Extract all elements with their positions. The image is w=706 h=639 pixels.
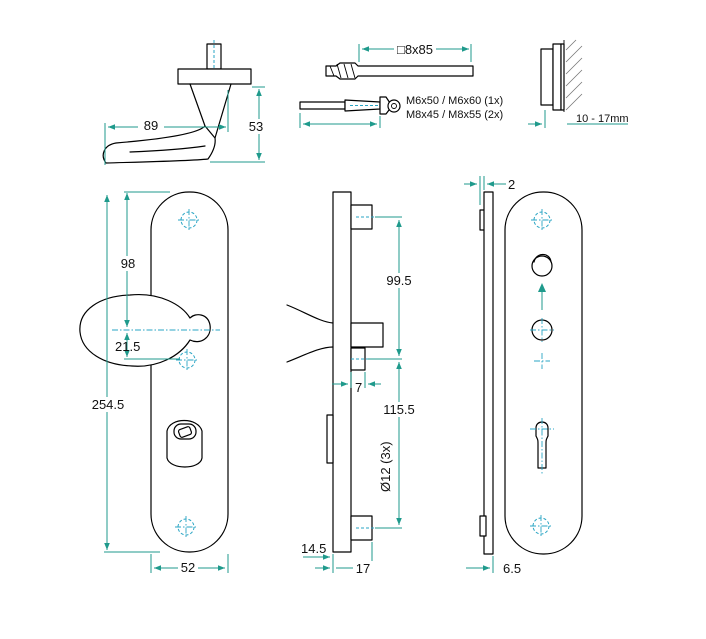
- door-thickness-detail: 10 - 17mm: [528, 39, 629, 128]
- knob-center-height-label: 98: [121, 256, 135, 271]
- total-height-label: 254.5: [92, 397, 125, 412]
- knob-offset-label: 21.5: [115, 339, 140, 354]
- handle-height-label: 53: [249, 119, 263, 134]
- front-view: 98 21.5 254.5 52: [79, 191, 229, 575]
- handle-width-label: 89: [144, 118, 158, 133]
- spindle-and-screw: □8x85 M6x50 / M6x60 (1x) M8x45 / M8x55 (…: [299, 42, 503, 128]
- spindle-to-cylinder-label: 115.5: [383, 402, 415, 417]
- door-thickness-label: 10 - 17mm: [576, 113, 629, 125]
- top-to-spindle-label: 99.5: [386, 273, 411, 288]
- side-view: 99.5 7 115.5 Ø12 (3x) 14.5 17: [286, 191, 418, 576]
- screw-spec-line1: M6x50 / M6x60 (1x): [406, 95, 503, 107]
- offset-label: 7: [355, 380, 362, 395]
- bottom-depth-label: 14.5: [301, 541, 326, 556]
- back-depth-label: 6.5: [503, 561, 521, 576]
- depth-label: 17: [356, 561, 370, 576]
- bolt-diameter-label: Ø12 (3x): [378, 441, 393, 492]
- back-edge-view: 2 6.5: [464, 176, 521, 576]
- spindle-size-label: □8x85: [397, 42, 433, 57]
- handle-side-view: 89 53: [102, 40, 266, 165]
- plate-width-label: 52: [181, 560, 195, 575]
- screw-spec-line2: M8x45 / M8x55 (2x): [406, 109, 503, 121]
- plate-thickness-label: 2: [508, 177, 515, 192]
- rear-view: [504, 191, 583, 555]
